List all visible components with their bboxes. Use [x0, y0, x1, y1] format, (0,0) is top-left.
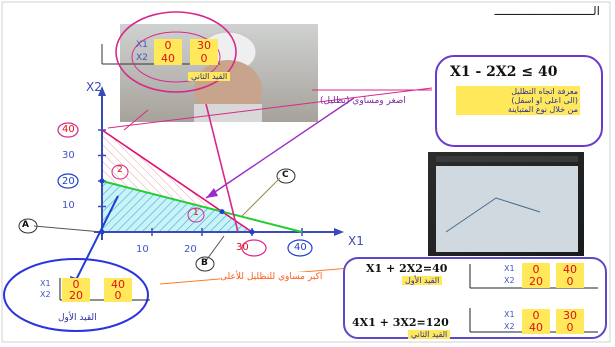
x-axis-arrow — [334, 228, 344, 236]
x-tick-40: 40 — [294, 242, 307, 253]
left-table-caption: القيد الأول — [58, 313, 97, 323]
circle-point-c — [276, 168, 296, 184]
top-table-var-x2: X2 — [136, 53, 148, 63]
x-tick-20: 20 — [184, 244, 197, 255]
constraint-1-x2-a: 20 — [522, 275, 550, 288]
constraint-2-x1-a: 0 — [522, 309, 550, 322]
callout-less-equal: اصغر ومساوي (تظليل) — [320, 96, 406, 106]
left-table-x2-b: 0 — [104, 289, 132, 302]
top-table-x2-a: 40 — [154, 52, 182, 65]
equation-note-line-1: معرفة اتجاه التظليل — [511, 87, 578, 96]
left-table-x1-b: 40 — [104, 278, 132, 291]
slide-title: الــــــــــــــــــــــــــــ — [494, 4, 600, 18]
callout-arrows — [33, 87, 433, 290]
circle-x40 — [287, 239, 313, 257]
top-table-highlight-ellipse — [115, 11, 237, 93]
top-table-inner-ellipse — [131, 31, 221, 83]
constraint-2-x2-a: 40 — [522, 321, 550, 334]
constraint-1-var-x1: X1 — [504, 264, 515, 273]
board-screenshot — [428, 152, 584, 256]
x-tick-10: 10 — [136, 244, 149, 255]
constraint-1-caption: القيد الأول — [402, 276, 443, 285]
constraint-1-x1-b: 40 — [556, 263, 584, 276]
corner-point-2 — [249, 229, 255, 235]
region-2-label: 2 — [117, 165, 123, 175]
y-tick-10: 10 — [62, 200, 75, 211]
point-c-label: C — [282, 170, 289, 180]
constraint-2-line — [101, 129, 253, 233]
top-table-x2-b: 0 — [190, 52, 218, 65]
corner-point-0 — [99, 178, 105, 184]
constraint-1-equation: X1 + 2X2=40 — [366, 262, 448, 275]
top-table-caption: القيد الثاني — [188, 72, 231, 81]
point-a-label: A — [22, 220, 29, 230]
y-tick-40: 40 — [62, 124, 75, 135]
corner-point-1 — [219, 209, 225, 215]
constraint-1-x1-a: 0 — [522, 263, 550, 276]
callout-greater-equal: اكبر مساوي للتظليل للأعلى — [220, 272, 323, 282]
circle-x30 — [241, 239, 267, 257]
constraint-2-caption: القيد الثاني — [408, 330, 451, 339]
constraint-1-line — [101, 180, 303, 233]
constraint-2-var-x1: X1 — [504, 310, 515, 319]
circle-y40 — [57, 122, 79, 138]
left-table-x2-a: 20 — [62, 289, 90, 302]
feasible-region — [102, 181, 252, 232]
left-table-x1-a: 0 — [62, 278, 90, 291]
x-axis-label: X1 — [348, 234, 364, 248]
equation-text: X1 - 2X2 ≤ 40 — [450, 64, 558, 80]
left-table-highlight-ellipse — [3, 258, 149, 332]
top-table-x1-b: 30 — [190, 39, 218, 52]
circle-point-b — [195, 256, 215, 272]
left-table-var-x2: X2 — [40, 290, 51, 299]
equation-note: معرفة اتجاه التظليل (الى اعلى او اسفل) م… — [456, 86, 580, 115]
x-tick-30: 30 — [236, 242, 249, 253]
region-1-label: 1 — [193, 208, 199, 218]
constraint-2-equation: 4X1 + 3X2=120 — [352, 316, 449, 329]
y-tick-30: 30 — [62, 150, 75, 161]
circle-region-2 — [111, 164, 129, 180]
constraint-2-var-x2: X2 — [504, 322, 515, 331]
left-table-var-x1: X1 — [40, 279, 51, 288]
top-table-x1-a: 0 — [154, 39, 182, 52]
circle-region-1 — [187, 207, 205, 223]
equation-note-line-3: من خلال نوع المتباينة — [507, 105, 578, 114]
top-table-var-x1: X1 — [136, 40, 148, 50]
point-b-label: B — [201, 258, 208, 268]
equation-note-line-2: (الى اعلى او اسفل) — [511, 96, 578, 105]
constraint-2-x2-b: 0 — [556, 321, 584, 334]
constraint-1-var-x2: X2 — [504, 276, 515, 285]
constraint-1-x2-b: 0 — [556, 275, 584, 288]
circle-y20 — [57, 173, 79, 189]
y-axis-arrow — [98, 86, 106, 96]
y-tick-20: 20 — [62, 176, 75, 187]
y-axis-label: X2 — [86, 80, 102, 94]
constraint-2-x1-b: 30 — [556, 309, 584, 322]
